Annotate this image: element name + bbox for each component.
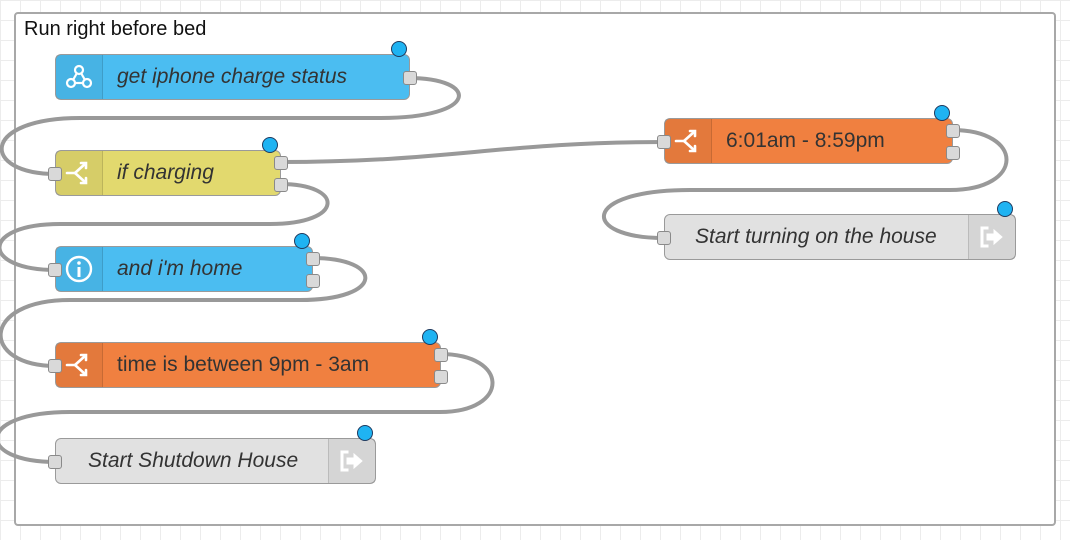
status-dot xyxy=(422,329,438,345)
node-label: if charging xyxy=(117,161,214,184)
input-port[interactable] xyxy=(657,135,671,149)
output-port-2[interactable] xyxy=(274,178,288,192)
status-dot xyxy=(262,137,278,153)
node-get-iphone-charge-status[interactable]: get iphone charge status xyxy=(55,41,417,100)
input-port[interactable] xyxy=(48,359,62,373)
node-label: Start Shutdown House xyxy=(88,449,299,472)
node-label: time is between 9pm - 3am xyxy=(117,353,370,376)
node-start-shutdown-house[interactable]: Start Shutdown House xyxy=(48,425,376,484)
switch-icon xyxy=(56,343,103,387)
node-label: get iphone charge status xyxy=(117,65,347,88)
output-port[interactable] xyxy=(403,71,417,85)
output-port-2[interactable] xyxy=(434,370,448,384)
switch-icon xyxy=(56,151,103,195)
switch-icon xyxy=(665,119,712,163)
node-label: 6:01am - 8:59pm xyxy=(726,129,885,152)
status-dot xyxy=(357,425,373,441)
input-port[interactable] xyxy=(48,167,62,181)
input-port[interactable] xyxy=(48,263,62,277)
info-icon xyxy=(56,247,103,291)
output-port-1[interactable] xyxy=(946,124,960,138)
node-time-day[interactable]: 6:01am - 8:59pm xyxy=(657,105,960,164)
status-dot xyxy=(997,201,1013,217)
status-dot xyxy=(294,233,310,249)
input-port[interactable] xyxy=(657,231,671,245)
status-dot xyxy=(934,105,950,121)
link-out-icon xyxy=(328,439,375,483)
link-out-icon xyxy=(968,215,1015,259)
node-and-im-home[interactable]: and i'm home xyxy=(48,233,320,292)
node-start-turning-on-house[interactable]: Start turning on the house xyxy=(657,201,1016,260)
input-port[interactable] xyxy=(48,455,62,469)
output-port-1[interactable] xyxy=(434,348,448,362)
node-if-charging[interactable]: if charging xyxy=(48,137,288,196)
node-label: Start turning on the house xyxy=(695,225,937,248)
node-label: and i'm home xyxy=(117,257,243,280)
output-port-2[interactable] xyxy=(306,274,320,288)
output-port-1[interactable] xyxy=(274,156,288,170)
group-label: Run right before bed xyxy=(24,18,207,40)
output-port-1[interactable] xyxy=(306,252,320,266)
node-time-night[interactable]: time is between 9pm - 3am xyxy=(48,329,448,388)
webhook-icon xyxy=(56,55,103,99)
status-dot xyxy=(391,41,407,57)
output-port-2[interactable] xyxy=(946,146,960,160)
